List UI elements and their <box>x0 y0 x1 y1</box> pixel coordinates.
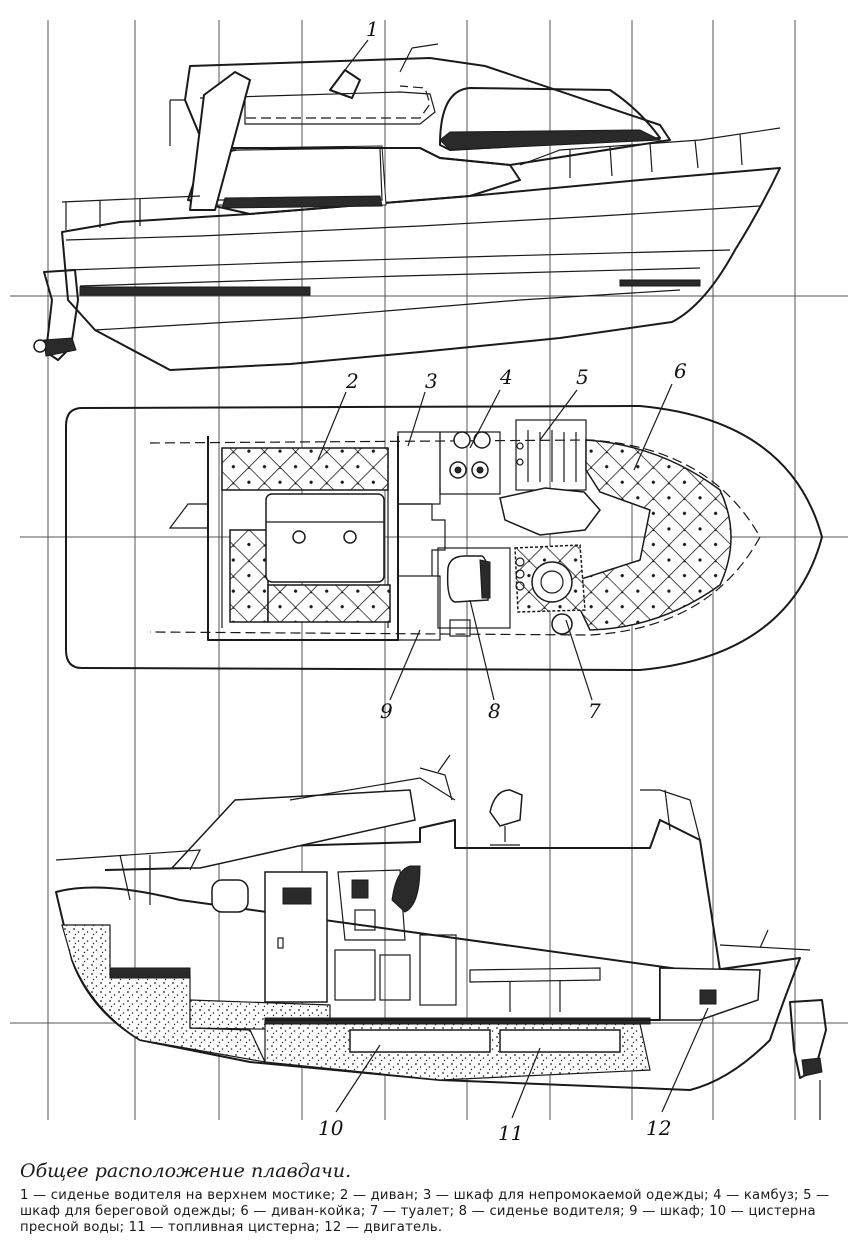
callout-4: 4 <box>499 365 513 389</box>
callout-7: 7 <box>588 699 601 723</box>
callout-8: 8 <box>488 699 501 723</box>
callout-3: 3 <box>425 369 438 393</box>
callout-1: 1 <box>366 17 379 41</box>
callout-9: 9 <box>380 699 393 723</box>
deck-plan <box>65 405 823 671</box>
callout-11: 11 <box>498 1121 523 1145</box>
callout-12: 12 <box>646 1116 671 1140</box>
callout-5: 5 <box>576 365 589 389</box>
caption-legend: 1 — сиденье водителя на верхнем мостике;… <box>20 1188 830 1235</box>
longitudinal-section <box>55 754 827 1120</box>
side-elevation <box>33 43 781 371</box>
callout-2: 2 <box>345 369 359 393</box>
boat-layout-drawing: 1 <box>10 17 848 1145</box>
callout-6: 6 <box>674 359 687 383</box>
callout-10: 10 <box>318 1116 344 1140</box>
caption-title: Общее расположение плавдачи. <box>20 1160 352 1182</box>
figure-caption: Общее расположение плавдачи. 1 — сиденье… <box>20 1160 850 1236</box>
